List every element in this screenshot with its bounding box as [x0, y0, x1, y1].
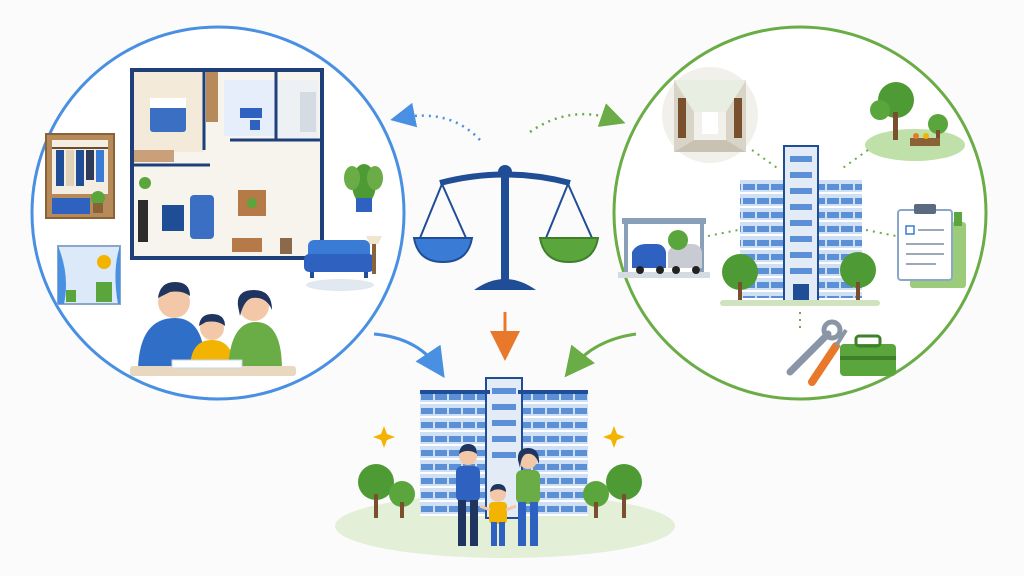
family-standing-icon [456, 444, 540, 546]
result-building-family-scene [335, 377, 675, 558]
hallway-icon [662, 67, 758, 163]
apartment-tower-icon [720, 145, 880, 306]
potted-plant-icon [344, 164, 383, 212]
dotted-arrow-to-right [529, 103, 626, 134]
dotted-arrow-to-left [390, 102, 481, 141]
arrow-left-to-result [373, 332, 445, 378]
left-private-unit-panel [30, 25, 406, 401]
sparkle-icons [373, 426, 625, 448]
couch-icon [304, 236, 382, 291]
balance-scale-icon [412, 165, 600, 290]
documents-clipboard-icon [897, 204, 966, 288]
right-shared-building-panel [612, 25, 988, 401]
parking-garage-icon [618, 218, 710, 278]
wardrobe-icon [45, 133, 115, 219]
family-at-table-icon [130, 282, 296, 376]
garden-icon [865, 82, 965, 161]
facility-connectors [707, 149, 897, 330]
arrow-right-to-result [564, 332, 637, 378]
window-icon [57, 245, 121, 305]
maintenance-tools-icon [786, 319, 896, 386]
trees-icon [358, 464, 642, 518]
floor-plan-icon [130, 68, 324, 260]
